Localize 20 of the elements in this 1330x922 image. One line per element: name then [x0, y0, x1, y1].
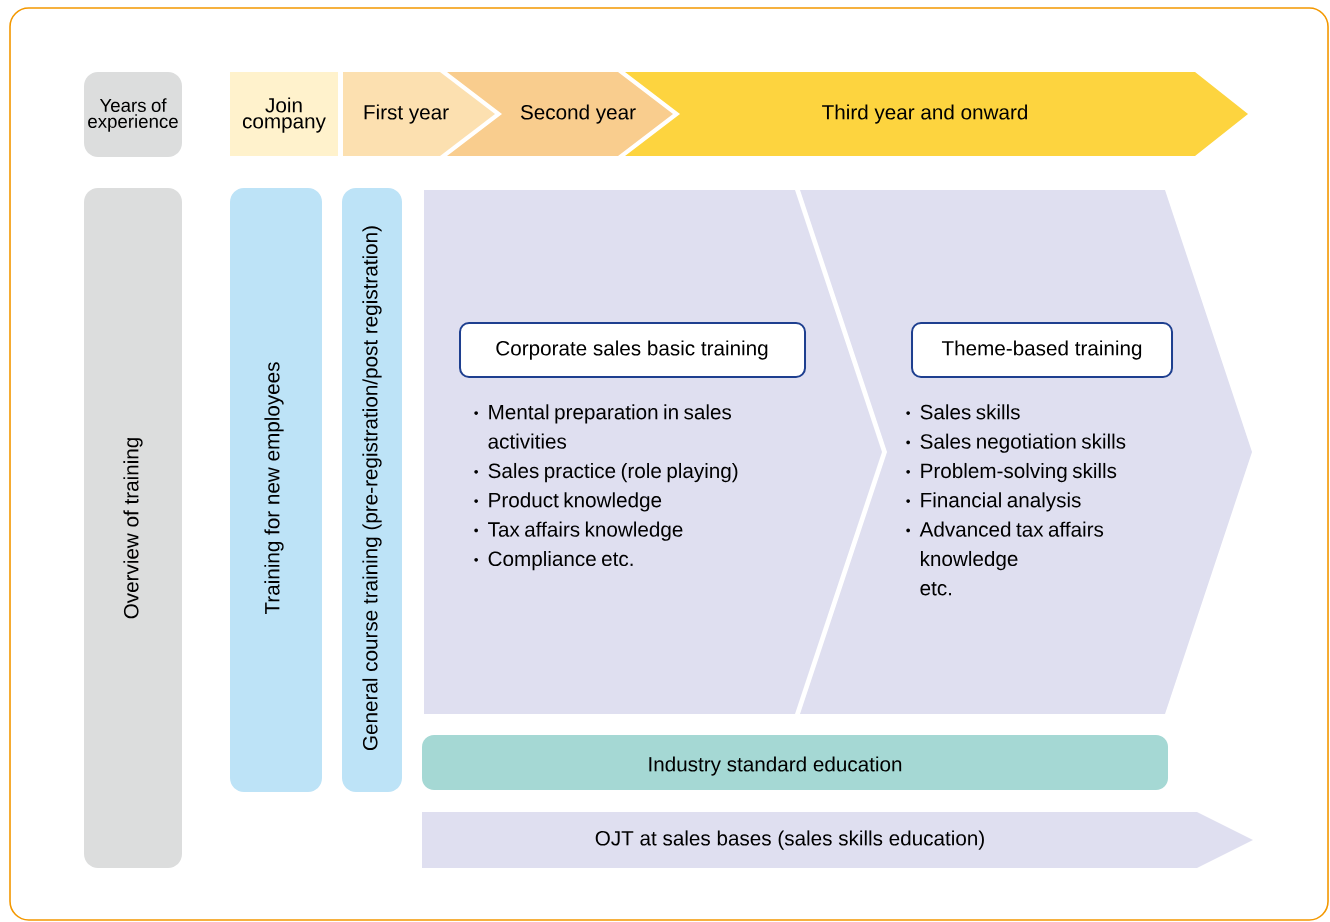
node-label: Sales skills — [920, 404, 1020, 420]
row-header: Years of experience — [84, 72, 182, 157]
node-label: Financial analysis — [921, 492, 1081, 512]
title-box: Corporate sales basic training — [459, 322, 806, 378]
training-bar: General course training (pre-registration/post registration) — [342, 188, 402, 792]
title-box: Theme-based training — [911, 322, 1173, 378]
node-label: Problem-solving skills — [921, 462, 1117, 483]
node-label: Sales practice (role playing) — [488, 462, 738, 483]
node-label: Compliance etc. — [488, 550, 633, 571]
ojt-band: OJT at sales bases (sales skills education) — [422, 812, 1253, 868]
node-label: etc. — [920, 581, 952, 596]
stage-band: First year — [343, 72, 495, 156]
stage-box: Join company — [230, 72, 338, 156]
education-bar: Industry standard education — [422, 735, 1168, 790]
training-bar: Training for new employees — [230, 188, 322, 792]
row-header: Overview of training — [84, 188, 182, 868]
node-label: Sales negotiation skills — [920, 433, 1126, 453]
node-label: Product knowledge — [489, 492, 662, 512]
node-label: Tax affairs knowledge — [488, 521, 683, 541]
node-label: Mental preparation in sales activities — [488, 404, 732, 449]
